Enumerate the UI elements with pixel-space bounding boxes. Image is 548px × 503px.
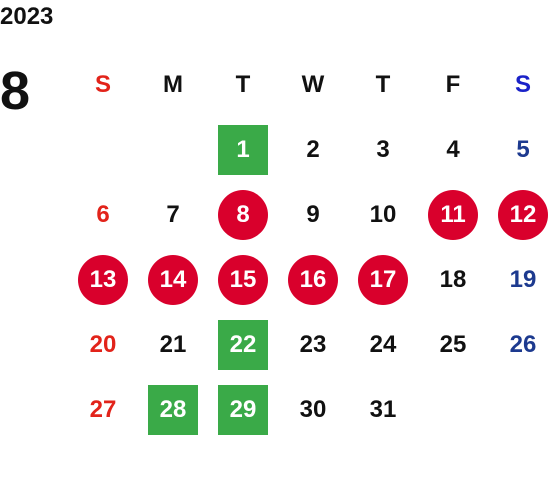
day-number: 17 [369,265,397,293]
holiday-circle-mark: 13 [78,254,128,305]
day-number: 10 [369,200,397,228]
day-number: 11 [440,200,466,228]
day-cell: 27 [68,377,138,442]
empty-day-cell [418,377,488,442]
weekday-header: T [235,70,251,98]
day-cell: 21 [138,312,208,377]
day-cell: 18 [418,247,488,312]
day-cell: 7 [138,182,208,247]
day-number: 2 [306,135,320,163]
day-number: 25 [439,330,467,358]
day-cell: 16 [278,247,348,312]
weekday-header: W [301,70,325,98]
day-cell: 2 [278,117,348,182]
empty-day-cell [68,117,138,182]
day-number: 9 [306,200,320,228]
holiday-circle-mark: 12 [498,189,548,240]
holiday-circle-mark: 15 [218,254,268,305]
holiday-circle-mark: 11 [428,189,478,240]
day-number: 19 [509,265,537,293]
day-number: 16 [299,265,327,293]
day-number: 30 [299,395,327,423]
special-day-square-mark: 22 [218,319,268,370]
day-number: 12 [509,200,537,228]
weekday-header: M [163,70,183,98]
day-cell: 5 [488,117,548,182]
day-cell: 28 [138,377,208,442]
day-cell: 9 [278,182,348,247]
day-cell: 12 [488,182,548,247]
weekday-header: S [94,70,111,98]
special-day-square-mark: 29 [218,384,268,435]
day-cell: 10 [348,182,418,247]
day-cell: 6 [68,182,138,247]
day-cell: 30 [278,377,348,442]
year-label: 2023 [0,3,54,30]
day-number: 23 [299,330,327,358]
day-number: 6 [96,200,110,228]
day-cell: 8 [208,182,278,247]
day-number: 14 [159,265,187,293]
empty-day-cell [488,377,548,442]
day-cell: 19 [488,247,548,312]
holiday-circle-mark: 14 [148,254,198,305]
day-cell: 14 [138,247,208,312]
day-cell: 31 [348,377,418,442]
day-cell: 1 [208,117,278,182]
day-cell: 23 [278,312,348,377]
holiday-circle-mark: 16 [288,254,338,305]
empty-day-cell [138,117,208,182]
day-cell: 13 [68,247,138,312]
day-cell: 22 [208,312,278,377]
day-cell: 26 [488,312,548,377]
month-number: 8 [0,61,31,121]
day-number: 26 [509,330,537,358]
day-number: 13 [89,265,117,293]
day-cell: 4 [418,117,488,182]
day-cell: 24 [348,312,418,377]
day-cell: 29 [208,377,278,442]
day-number: 31 [369,395,397,423]
holiday-circle-mark: 17 [358,254,408,305]
day-number: 3 [376,135,390,163]
day-number: 20 [89,330,117,358]
day-number: 8 [236,200,250,228]
day-cell: 20 [68,312,138,377]
holiday-circle-mark: 8 [218,189,268,240]
special-day-square-mark: 1 [218,124,268,175]
special-day-square-mark: 28 [148,384,198,435]
day-cell: 17 [348,247,418,312]
day-number: 1 [236,135,250,163]
day-cell: 25 [418,312,488,377]
day-number: 29 [229,395,257,423]
day-cell: 15 [208,247,278,312]
day-number: 5 [516,135,530,163]
day-cell: 3 [348,117,418,182]
day-number: 15 [229,265,257,293]
weekday-header: T [375,70,391,98]
day-number: 4 [446,135,460,163]
day-number: 28 [159,395,187,423]
day-cell: 11 [418,182,488,247]
day-number: 7 [166,200,180,228]
day-number: 27 [89,395,117,423]
day-number: 21 [159,330,187,358]
weekday-header: S [514,70,531,98]
weekday-header: F [445,70,461,98]
day-number: 18 [439,265,467,293]
day-number: 22 [229,330,257,358]
day-number: 24 [369,330,397,358]
